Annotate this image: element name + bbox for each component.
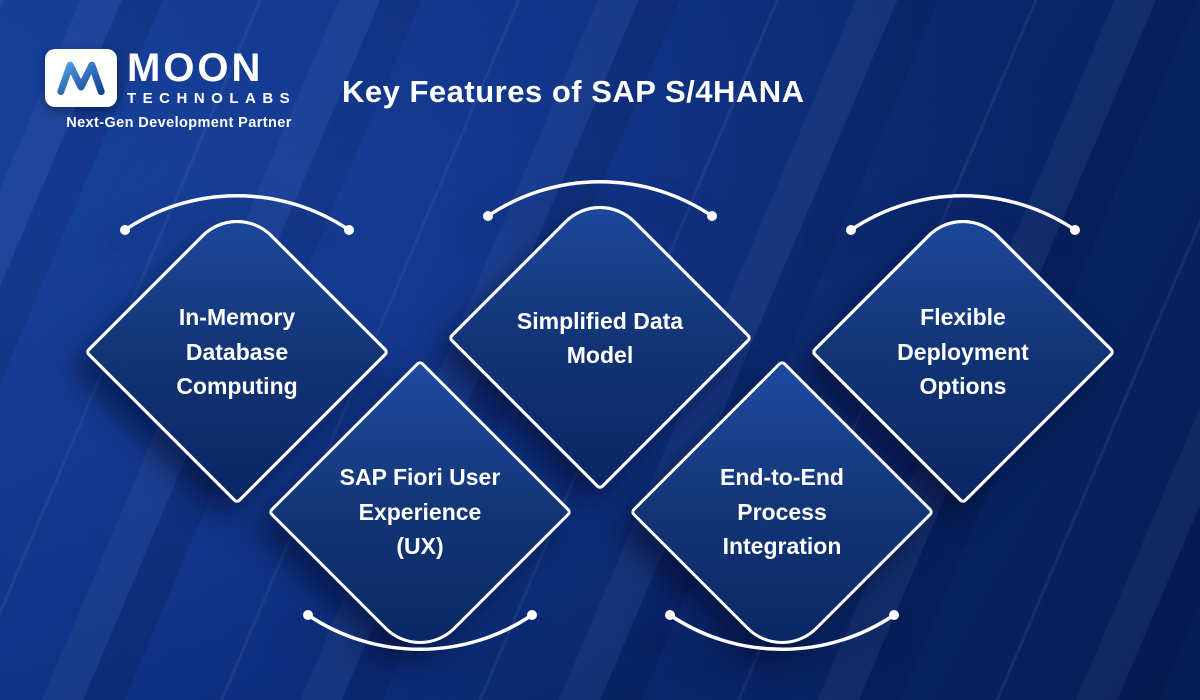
feature-card-end-to-end-integration: End-to-End Process Integration xyxy=(622,322,942,682)
feature-card-sap-fiori-ux: SAP Fiori User Experience (UX) xyxy=(260,322,580,682)
brand-header: MOON TECHNOLABS Next-Gen Development Par… xyxy=(45,48,313,131)
feature-label: SAP Fiori User Experience (UX) xyxy=(339,464,501,560)
arc-decoration-icon xyxy=(483,180,717,221)
feature-card-flexible-deployment: Flexible Deployment Options xyxy=(803,162,1123,522)
brand-tagline: Next-Gen Development Partner xyxy=(66,115,292,131)
brand-name: MOON xyxy=(127,46,264,90)
arc-decoration-icon xyxy=(120,194,354,235)
feature-label: End-to-End Process Integration xyxy=(720,464,844,560)
brand-subname: TECHNOLABS xyxy=(127,90,297,107)
feature-card-in-memory-database: In-Memory Database Computing xyxy=(77,162,397,522)
feature-card-simplified-data-model: Simplified Data Model xyxy=(440,148,760,508)
moon-m-monogram-icon xyxy=(45,48,117,107)
feature-label: Flexible Deployment Options xyxy=(897,304,1029,400)
arc-decoration-icon xyxy=(665,610,899,651)
arc-decoration-icon xyxy=(303,610,537,651)
page-title: Key Features of SAP S/4HANA xyxy=(342,74,805,109)
feature-label: In-Memory Database Computing xyxy=(176,304,298,400)
brand-wordmark: MOON TECHNOLABS xyxy=(127,48,296,107)
feature-label: Simplified Data Model xyxy=(516,307,684,369)
arc-decoration-icon xyxy=(846,194,1080,235)
